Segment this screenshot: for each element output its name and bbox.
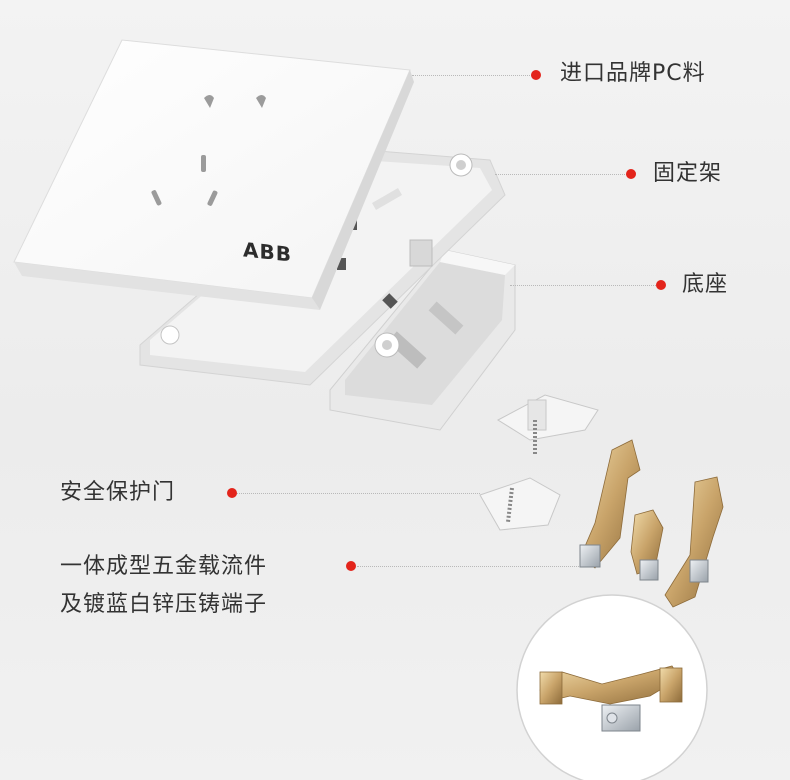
leader-cover xyxy=(412,75,534,76)
cover-plate xyxy=(13,39,414,310)
base-part xyxy=(329,249,516,431)
leader-shutter xyxy=(237,493,480,494)
leader-base xyxy=(510,285,660,286)
marker-frame xyxy=(626,169,636,179)
brand-logo: ABB xyxy=(243,237,292,267)
marker-terminal xyxy=(346,561,356,571)
leader-frame xyxy=(495,174,627,175)
marker-shutter xyxy=(227,488,237,498)
marker-base xyxy=(656,280,666,290)
label-terminal-line2: 及镀蓝白锌压铸端子 xyxy=(60,592,268,617)
label-frame: 固定架 xyxy=(653,161,723,186)
label-terminal-line1: 一体成型五金载流件 xyxy=(60,554,268,579)
marker-cover xyxy=(531,70,541,80)
shutter-part xyxy=(479,394,599,531)
label-shutter: 安全保护门 xyxy=(60,480,176,505)
label-base: 底座 xyxy=(682,272,729,297)
terminal-magnifier xyxy=(516,594,708,780)
terminal-part xyxy=(579,439,724,608)
leader-terminal xyxy=(357,566,579,567)
label-cover: 进口品牌PC料 xyxy=(560,61,706,86)
